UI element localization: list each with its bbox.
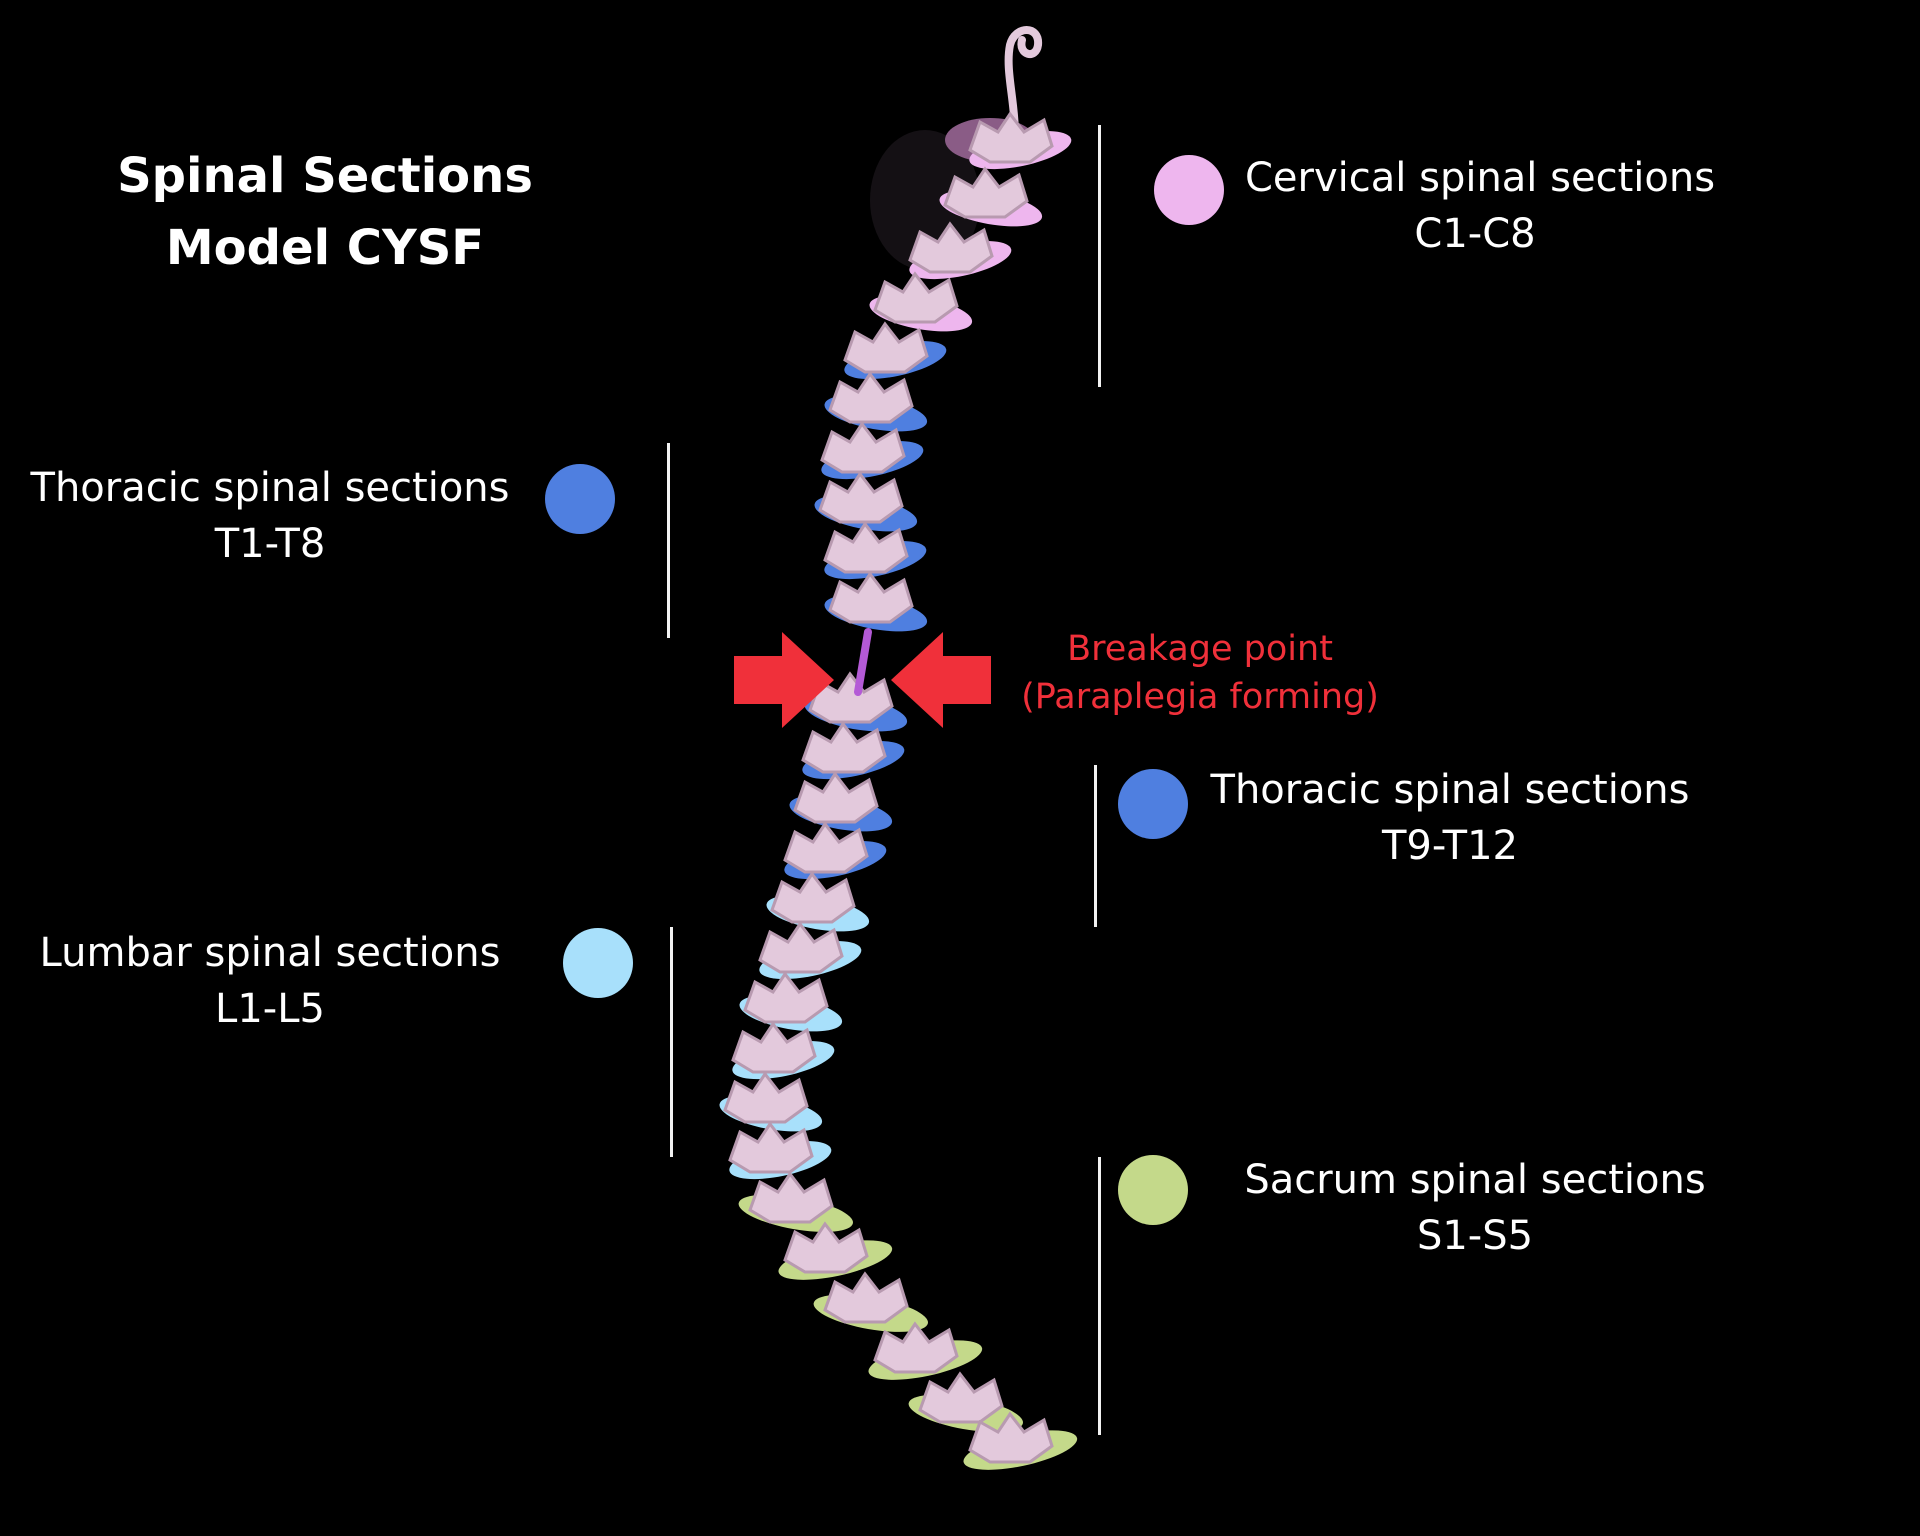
vertebra: [758, 921, 862, 980]
cervical-color-dot: [1154, 155, 1224, 225]
title-line-1: Spinal Sections: [117, 148, 533, 204]
vertebra: [739, 971, 843, 1032]
breakage-connector-rod: [854, 628, 872, 696]
lumbar-label: Lumbar spinal sections L1-L5: [30, 925, 510, 1037]
cervical-range: C1-C8: [1414, 211, 1536, 257]
breakage-arrow-left: [734, 632, 834, 728]
vertebra: [789, 771, 893, 832]
thoracic-upper-color-dot: [545, 464, 615, 534]
vertebra: [814, 471, 918, 532]
thoracic-upper-name: Thoracic spinal sections: [30, 465, 510, 511]
vertebra: [824, 571, 928, 632]
breakage-line-2: (Paraplegia forming): [1021, 677, 1379, 717]
breakage-label: Breakage point (Paraplegia forming): [1010, 625, 1390, 721]
sacrum-bracket-line: [1098, 1157, 1101, 1435]
diagram-title: Spinal Sections Model CYSF: [95, 140, 555, 284]
thoracic-lower-name: Thoracic spinal sections: [1210, 767, 1690, 813]
vertebra: [731, 1021, 835, 1080]
vertebra: [824, 371, 928, 432]
sacrum-name: Sacrum spinal sections: [1244, 1157, 1706, 1203]
lumbar-color-dot: [563, 928, 633, 998]
thoracic-upper-bracket-line: [667, 443, 670, 638]
thoracic-lower-range: T9-T12: [1382, 823, 1518, 869]
vertebra: [908, 1371, 1023, 1432]
vertebra: [778, 1221, 893, 1280]
cervical-name: Cervical spinal sections: [1245, 155, 1716, 201]
sacrum-range: S1-S5: [1416, 1213, 1534, 1259]
vertebra: [939, 166, 1043, 227]
vertebra: [738, 1171, 853, 1232]
vertebra: [869, 271, 973, 332]
lumbar-name: Lumbar spinal sections: [39, 930, 501, 976]
cervical-bracket-line: [1098, 125, 1101, 387]
spine-hook: [1004, 26, 1043, 139]
thoracic-upper-range: T1-T8: [214, 521, 326, 567]
vertebra: [908, 221, 1012, 280]
vertebra: [843, 321, 947, 380]
title-line-2: Model CYSF: [165, 220, 485, 276]
vertebra: [963, 1411, 1078, 1470]
cervical-label: Cervical spinal sections C1-C8: [1245, 150, 1716, 262]
lumbar-bracket-line: [670, 927, 673, 1157]
vertebra: [719, 1071, 823, 1132]
vertebra: [820, 421, 924, 480]
vertebra: [813, 1271, 928, 1332]
sacrum-color-dot: [1118, 1155, 1188, 1225]
vertebra: [728, 1121, 832, 1180]
vertebra: [766, 871, 870, 932]
breakage-line-1: Breakage point: [1067, 629, 1333, 669]
thoracic-lower-label: Thoracic spinal sections T9-T12: [1210, 762, 1690, 874]
sacrum-label: Sacrum spinal sections S1-S5: [1230, 1152, 1720, 1264]
thoracic-upper-label: Thoracic spinal sections T1-T8: [30, 460, 510, 572]
vertebra: [823, 521, 927, 580]
breakage-arrow-right: [891, 632, 991, 728]
thoracic-lower-color-dot: [1118, 769, 1188, 839]
lumbar-range: L1-L5: [215, 986, 325, 1032]
thoracic-lower-bracket-line: [1094, 765, 1097, 927]
vertebra: [868, 1321, 983, 1380]
vertebra: [783, 821, 887, 880]
vertebra: [801, 721, 905, 780]
vertebra: [804, 671, 908, 732]
vertebra: [968, 111, 1072, 170]
